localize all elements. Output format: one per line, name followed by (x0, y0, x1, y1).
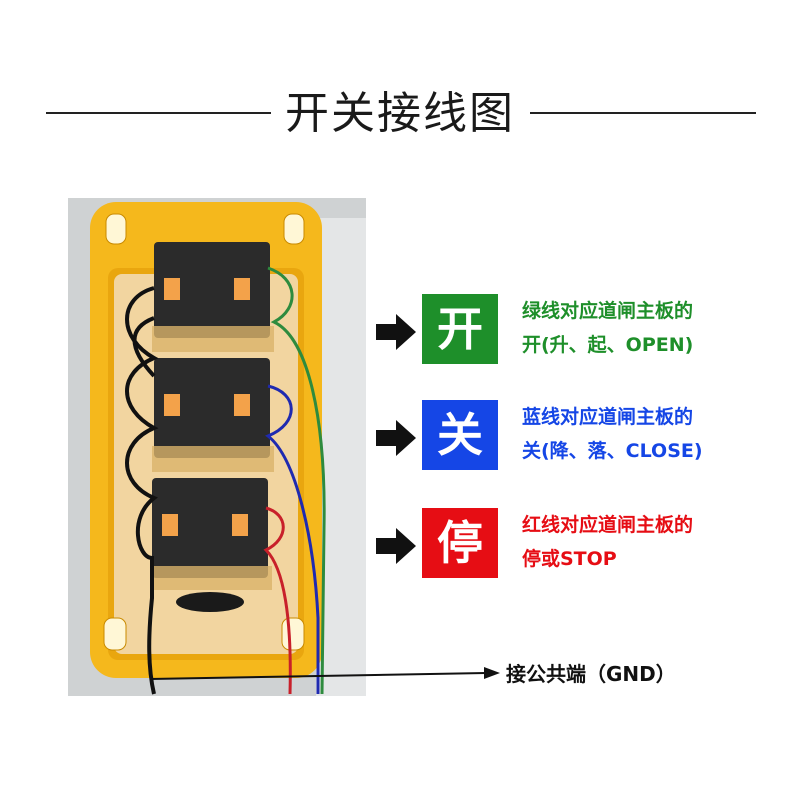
title-line-left (46, 112, 276, 114)
switch-open (152, 242, 274, 352)
switch-stop (150, 478, 272, 612)
badge-open: 开 (422, 294, 498, 364)
blue-wire (265, 384, 320, 694)
arrow-right-icon (376, 420, 416, 456)
green-wire (267, 266, 326, 695)
desc-close-line1: 蓝线对应道闸主板的 (522, 406, 694, 428)
desc-stop: 红线对应道闸主板的 停或STOP (522, 508, 693, 576)
badge-close: 关 (422, 400, 498, 470)
desc-stop-line1: 红线对应道闸主板的 (522, 514, 694, 536)
desc-open-line2: 开(升、起、OPEN) (522, 334, 694, 356)
desc-open: 绿线对应道闸主板的 开(升、起、OPEN) (522, 294, 693, 362)
desc-stop-line2: 停或STOP (522, 548, 617, 570)
arrow-right-icon (376, 528, 416, 564)
badge-stop: 停 (422, 508, 498, 578)
desc-close: 蓝线对应道闸主板的 关(降、落、CLOSE) (522, 400, 703, 468)
desc-open-line1: 绿线对应道闸主板的 (522, 300, 694, 322)
gnd-arrow-icon (150, 667, 500, 680)
page-title-text: 开关接线图 (271, 88, 529, 139)
switch-close (152, 358, 274, 472)
title-line-right (530, 112, 756, 114)
red-wire (263, 506, 292, 695)
page-title: 开关接线图 (0, 88, 800, 140)
desc-close-line2: 关(降、落、CLOSE) (522, 440, 703, 462)
gnd-label: 接公共端（GND） (506, 662, 676, 686)
black-wire (125, 286, 159, 695)
arrow-right-icon (376, 314, 416, 350)
switch-box-photo (68, 198, 366, 696)
